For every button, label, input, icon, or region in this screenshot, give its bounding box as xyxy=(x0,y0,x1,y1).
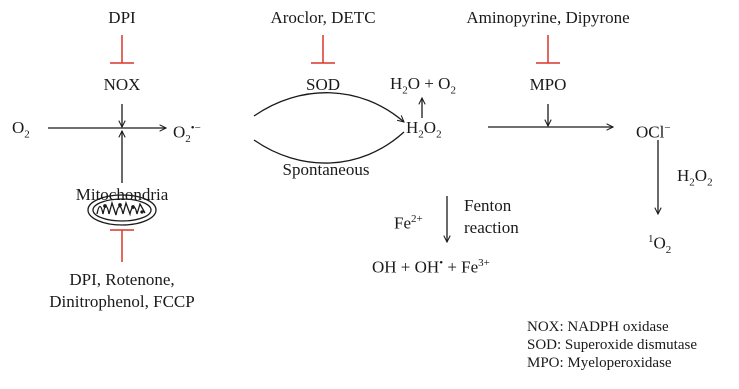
species-hypochlorite: OCl− xyxy=(636,122,671,142)
legend-item-mpo: MPO: Myeloperoxidase xyxy=(527,355,672,371)
species-h2o2-reagent: H2O2 xyxy=(677,166,713,189)
species-hydroxyl-radical: OH + OH• + Fe3+ xyxy=(372,257,490,277)
abbreviation-legend: NOX: NADPH oxidase SOD: Superoxide dismu… xyxy=(527,318,697,372)
legend-item-sod: SOD: Superoxide dismutase xyxy=(527,337,697,353)
species-superoxide: O2•− xyxy=(173,122,201,146)
fenton-label-line1: Fenton xyxy=(464,196,512,215)
species-oxygen: O2 xyxy=(12,118,30,141)
mitochondria-label: Mitochondria xyxy=(75,185,169,204)
fenton-label-line2: reaction xyxy=(464,218,519,237)
species-ferrous-iron: Fe2+ xyxy=(394,213,423,233)
species-singlet-oxygen: 1O2 xyxy=(648,233,672,257)
spontaneous-label: Spontaneous xyxy=(282,160,370,179)
species-hydrogen-peroxide: H2O2 xyxy=(406,118,442,141)
mitochondrion-icon xyxy=(87,194,157,226)
inhibitor-aroclor-detc: Aroclor, DETC xyxy=(270,8,376,27)
enzyme-sod: SOD xyxy=(305,75,341,94)
inhibitor-mito-line2: Dinitrophenol, FCCP xyxy=(49,292,195,311)
enzyme-mpo: MPO xyxy=(529,75,567,94)
spontaneous-arrow xyxy=(253,131,405,164)
legend-item-nox: NOX: NADPH oxidase xyxy=(527,319,669,335)
species-water-oxygen: H2O + O2 xyxy=(390,74,456,97)
sod-catalysed-arrow xyxy=(253,92,404,122)
inhibition-lines xyxy=(110,35,560,262)
reaction-arrows xyxy=(48,92,658,242)
inhibitor-aminopyrine-dipyrone: Aminopyrine, Dipyrone xyxy=(466,8,630,27)
enzyme-nox: NOX xyxy=(103,75,141,94)
inhibitor-dpi: DPI xyxy=(108,8,136,27)
inhibitor-mito-line1: DPI, Rotenone, xyxy=(69,270,175,289)
